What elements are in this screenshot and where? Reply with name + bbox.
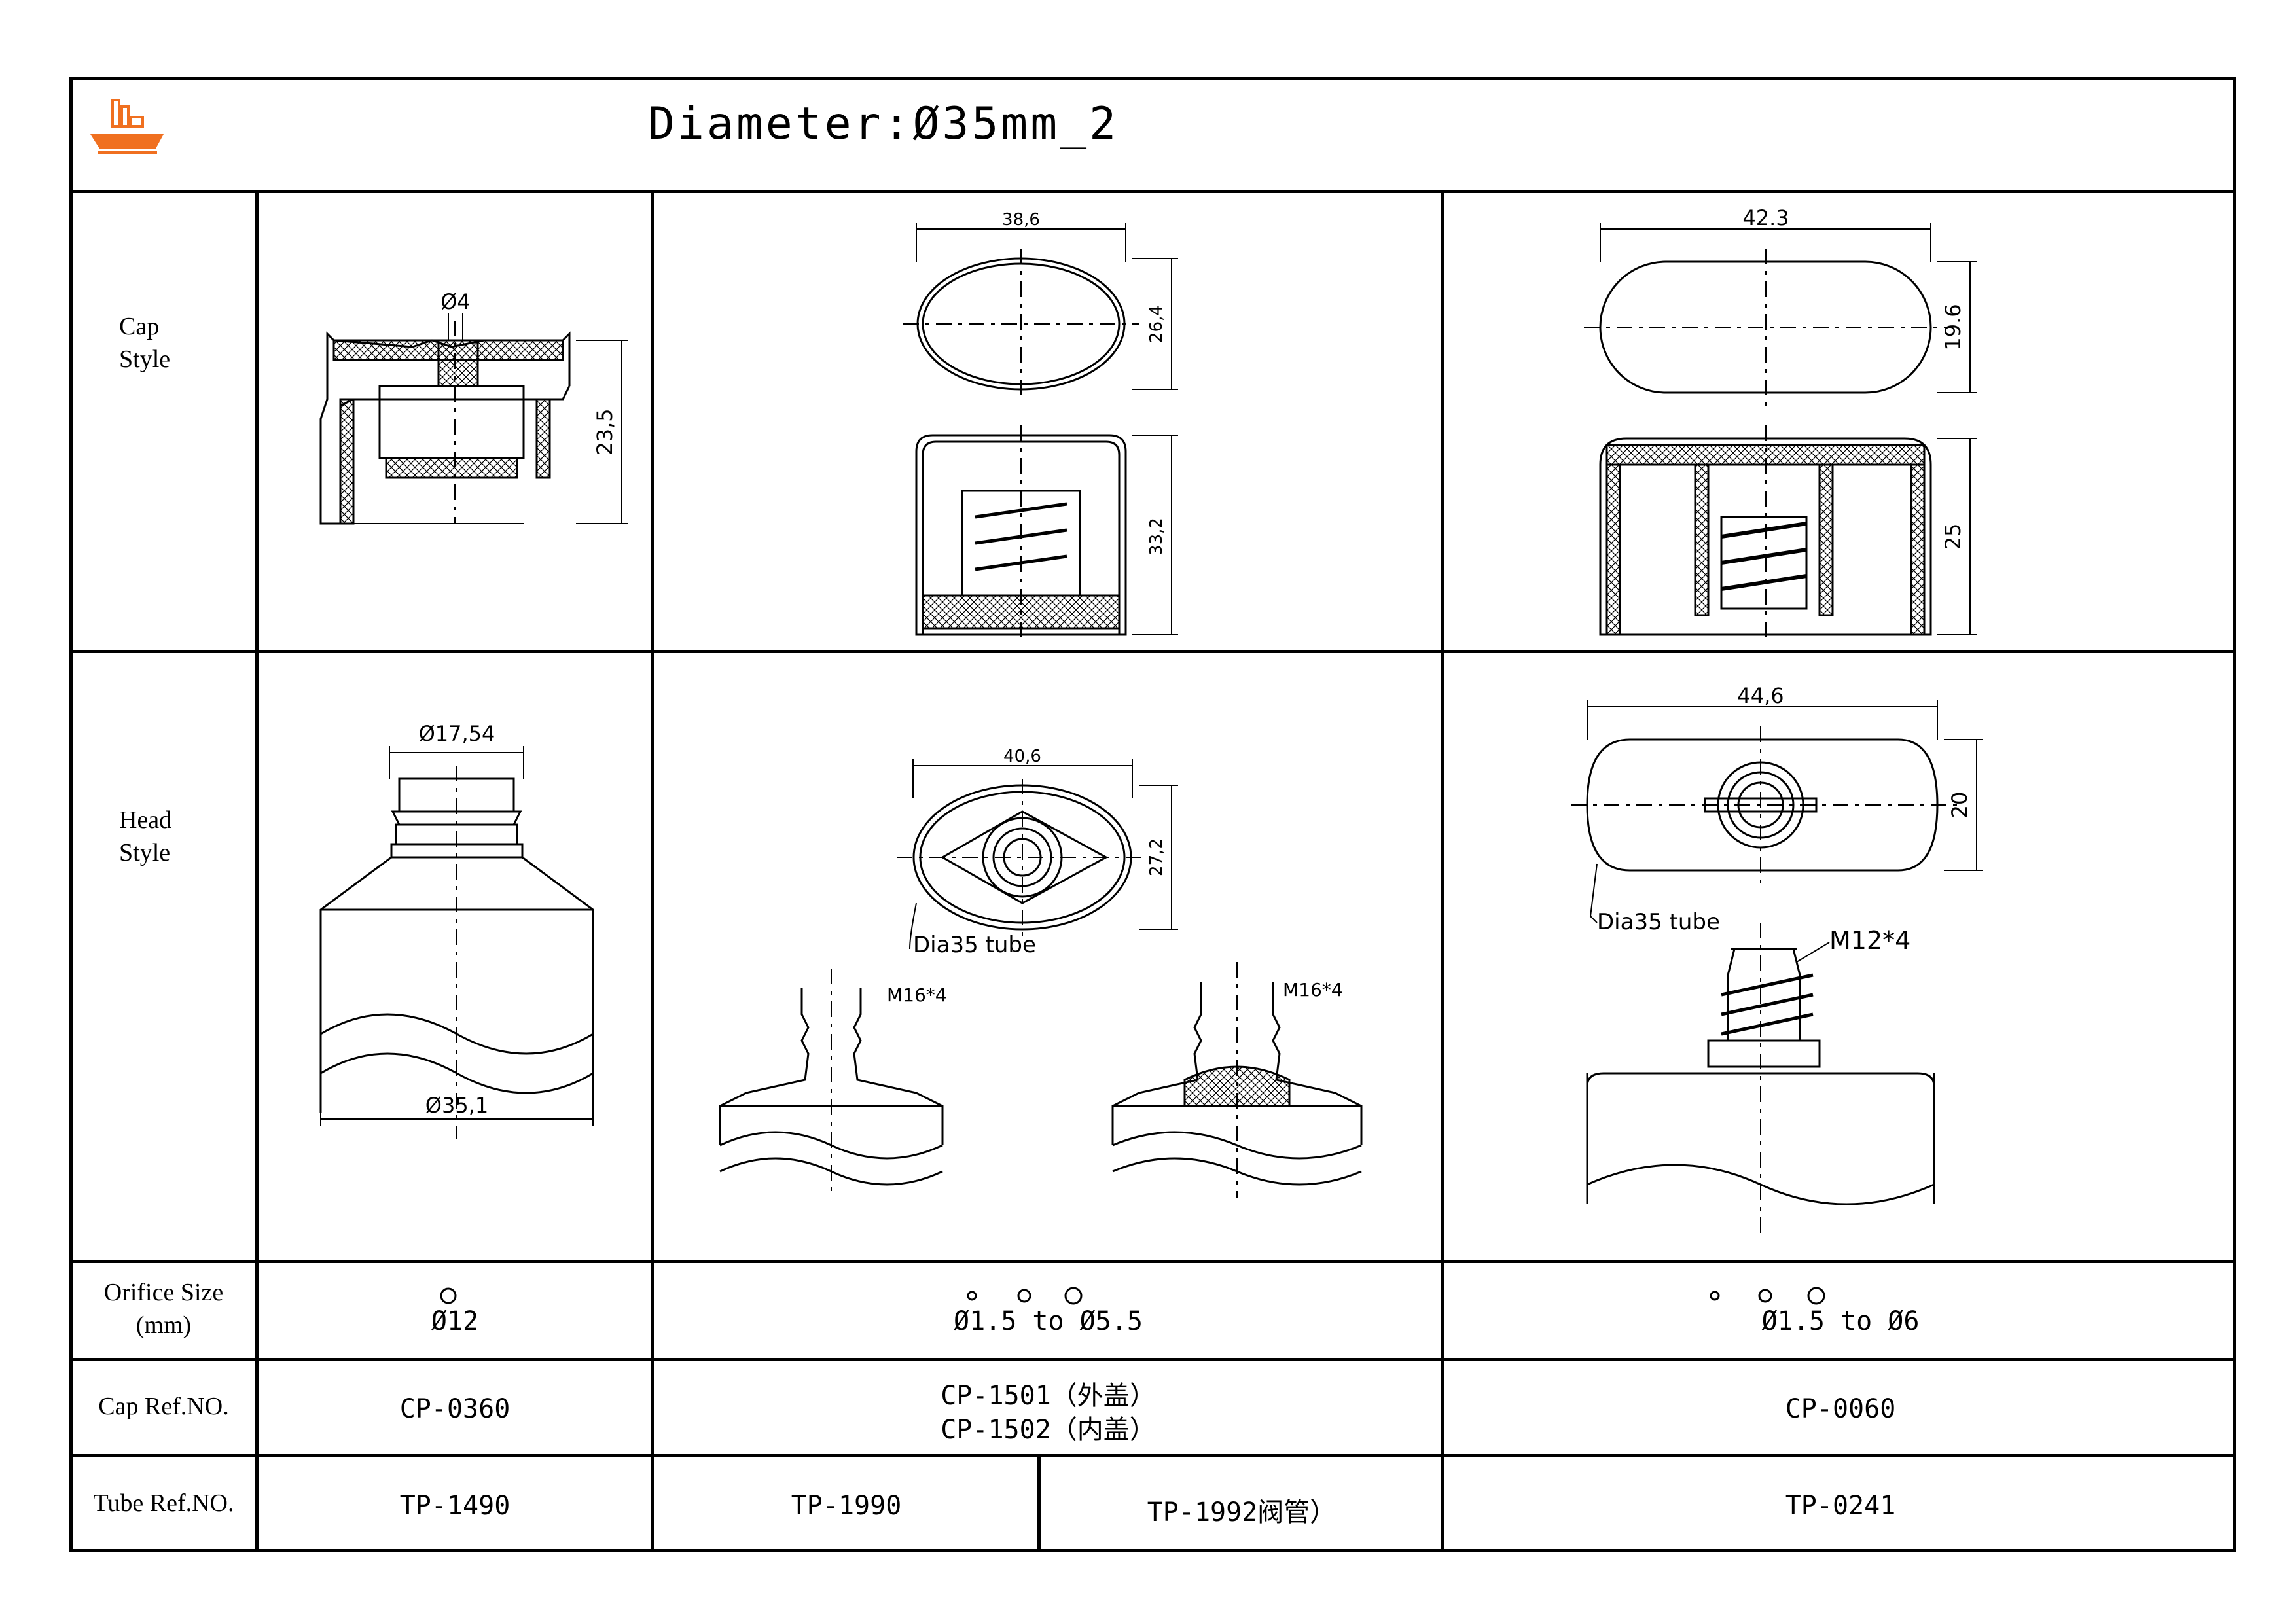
orifice-col3: Ø1.5 to Ø6	[1761, 1306, 1920, 1336]
tube-ref-col2b: TP-1992阀管）	[1147, 1497, 1336, 1527]
cap-ref-label: Cap Ref.NO.	[98, 1393, 229, 1420]
cap-2-dim-depth: 26,4	[1147, 305, 1166, 343]
orifice-icons	[440, 1287, 1825, 1305]
head-2-thread-b: M16*4	[1283, 979, 1343, 1001]
cap-ref-col1: CP-0360	[399, 1394, 511, 1424]
head-3-drawings: 44,6 20 Dia35 tube M12*4	[1571, 687, 1983, 1237]
grid-line-cap	[69, 650, 2236, 653]
grid-col-2-split	[1037, 1454, 1041, 1552]
grid-line-orifice	[69, 1358, 2236, 1361]
head-3-tube-label: Dia35 tube	[1597, 909, 1720, 935]
grid-col-label	[255, 190, 259, 1552]
tube-ref-label: Tube Ref.NO.	[93, 1489, 234, 1517]
cap-ref-col3: CP-0060	[1785, 1394, 1896, 1424]
head-1-dim-neck: Ø17,54	[419, 721, 495, 746]
cap-2-drawings: 38,6 26,4 33,2	[903, 210, 1178, 641]
head-2-dim-depth: 27,2	[1147, 838, 1166, 876]
grid-col-1	[651, 190, 654, 1552]
cap-3-drawings: 42.3 19.6 25	[1584, 209, 1977, 641]
cap-ref-col2-line2: CP-1502（内盖）	[941, 1415, 1156, 1445]
head-3-dim-depth: 20	[1947, 792, 1972, 819]
cap-1-dim-orifice: Ø4	[440, 289, 471, 314]
cap-3-dim-height: 25	[1941, 524, 1965, 550]
grid-col-2	[1441, 190, 1444, 1552]
cap-3-dim-depth: 19.6	[1941, 304, 1965, 350]
orifice-col2: Ø1.5 to Ø5.5	[954, 1306, 1143, 1336]
cap-ref-col2-line1: CP-1501（外盖）	[941, 1381, 1156, 1411]
head-3-thread: M12*4	[1829, 926, 1910, 955]
cap-1-dim-height: 23,5	[592, 408, 617, 455]
drawing-sheet	[69, 77, 2236, 1552]
grid-line-capref	[69, 1454, 2236, 1457]
head-3-dim-width: 44,6	[1737, 687, 1784, 708]
tube-ref-col2a: TP-1990	[791, 1491, 902, 1521]
head-2-drawings: 40,6 27,2 Dia35 tube M16*4 M16*4	[719, 747, 1363, 1198]
page-title: Diameter:Ø35mm_2	[648, 98, 1119, 150]
tube-ref-col3: TP-0241	[1785, 1491, 1896, 1521]
head-1-drawing: Ø17,54 Ø35,1	[319, 721, 594, 1139]
head-2-dim-width: 40,6	[1003, 747, 1041, 766]
orifice-col1: Ø12	[431, 1306, 479, 1336]
head-2-thread-a: M16*4	[887, 984, 947, 1006]
grid-line-header	[69, 190, 2236, 193]
head-2-tube-label: Dia35 tube	[913, 932, 1036, 958]
cap-2-dim-height: 33,2	[1147, 518, 1166, 556]
factory-ship-logo-icon	[90, 99, 164, 154]
cap-1-section-drawing: Ø4 23,5	[319, 289, 628, 525]
cap-3-dim-width: 42.3	[1742, 209, 1789, 230]
head-1-dim-body: Ø35,1	[425, 1093, 488, 1118]
tube-ref-col1: TP-1490	[399, 1491, 511, 1521]
grid-line-head	[69, 1260, 2236, 1263]
cap-2-dim-width: 38,6	[1002, 210, 1040, 230]
orifice-size-label: Orifice Size(mm)	[103, 1279, 224, 1339]
